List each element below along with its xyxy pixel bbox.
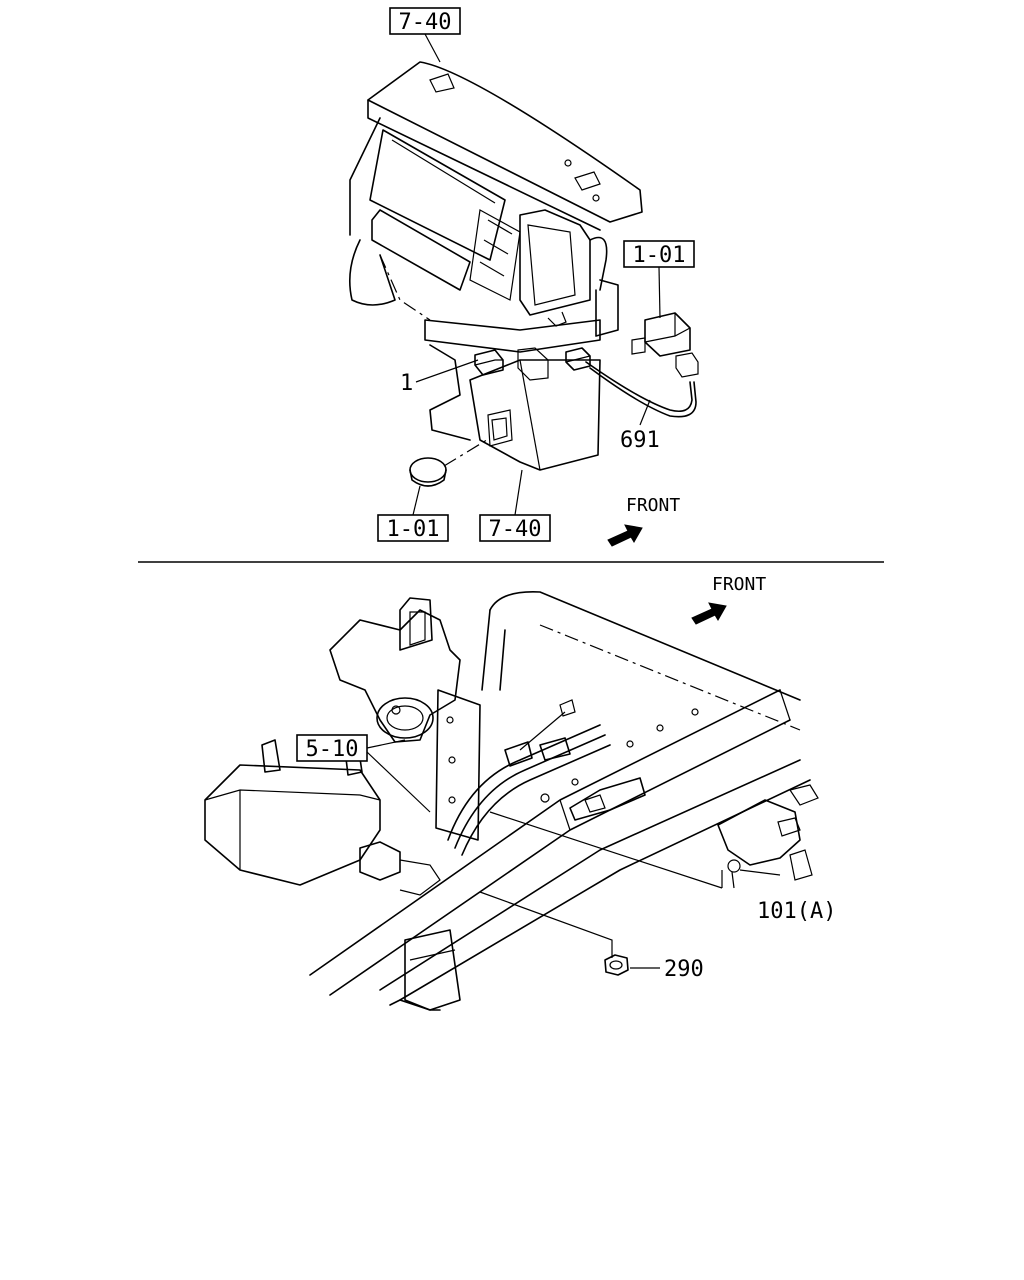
part-101a-label: 101(A) bbox=[757, 899, 836, 924]
front-arrow-icon-bottom bbox=[691, 602, 727, 625]
top-labels: 7-40 1-01 1-01 7-40 1 691 FRONT bbox=[377, 7, 695, 547]
chassis-drawing bbox=[204, 591, 819, 1011]
instrument-panel-drawing bbox=[349, 61, 699, 487]
bottom-labels: 5-10 101(A) 290 FRONT bbox=[296, 574, 836, 982]
part-691-label: 691 bbox=[620, 428, 660, 453]
front-label-bottom: FRONT bbox=[712, 574, 766, 595]
ref-1-01-bottom: 1-01 bbox=[387, 517, 440, 542]
ref-7-40-top: 7-40 bbox=[399, 10, 452, 35]
ref-1-01-right: 1-01 bbox=[633, 243, 686, 268]
ref-box-7-40-bottom bbox=[479, 514, 551, 542]
ref-7-40-bottom: 7-40 bbox=[489, 517, 542, 542]
part-1-label: 1 bbox=[400, 371, 413, 396]
front-label-top: FRONT bbox=[626, 495, 680, 516]
ref-5-10: 5-10 bbox=[306, 737, 359, 762]
front-arrow-icon bbox=[607, 524, 643, 547]
part-290-label: 290 bbox=[664, 957, 704, 982]
